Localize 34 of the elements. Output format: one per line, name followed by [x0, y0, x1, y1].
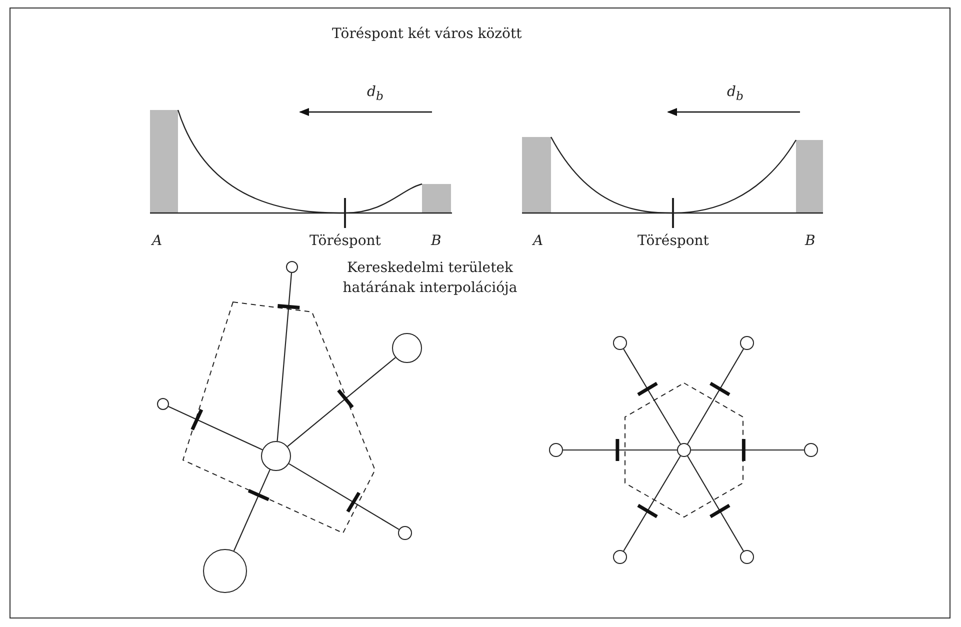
panel-heading: Kereskedelmi területek határának interpolációja: [342, 259, 518, 298]
connector-line: [233, 469, 270, 552]
distance-label: d$_{b}$: [367, 84, 384, 103]
breakpoint-label: Töréspont: [310, 233, 381, 249]
city-circle: [286, 261, 298, 273]
connector-line: [687, 348, 744, 444]
city-circle: [261, 441, 291, 471]
city-circle: [157, 398, 169, 410]
city-circle: [398, 526, 412, 540]
breakpoint-label: Töréspont: [638, 233, 709, 249]
city-circle: [392, 333, 422, 363]
connector-line: [288, 463, 400, 530]
city-circle: [740, 550, 754, 564]
city-circle: [613, 336, 627, 350]
city-label: B: [805, 233, 816, 249]
city-label: A: [152, 233, 162, 249]
city-circle: [804, 443, 818, 457]
connector-line: [287, 357, 396, 447]
connector-line: [691, 449, 804, 451]
connector-line: [623, 348, 681, 444]
connector-line: [623, 456, 681, 552]
distance-label: d$_{b}$: [727, 84, 744, 103]
connector-line: [168, 406, 263, 450]
city-circle: [740, 336, 754, 350]
city-circle: [613, 550, 627, 564]
connector-line: [563, 449, 677, 451]
city-circle: [549, 443, 563, 457]
city-circle: [677, 443, 691, 457]
panel-heading: Töréspont két város között: [332, 26, 522, 42]
connector-line: [276, 272, 292, 442]
city-label: A: [533, 233, 544, 249]
connector-line: [687, 456, 744, 552]
city-circle: [203, 549, 247, 593]
city-label: B: [431, 233, 442, 249]
